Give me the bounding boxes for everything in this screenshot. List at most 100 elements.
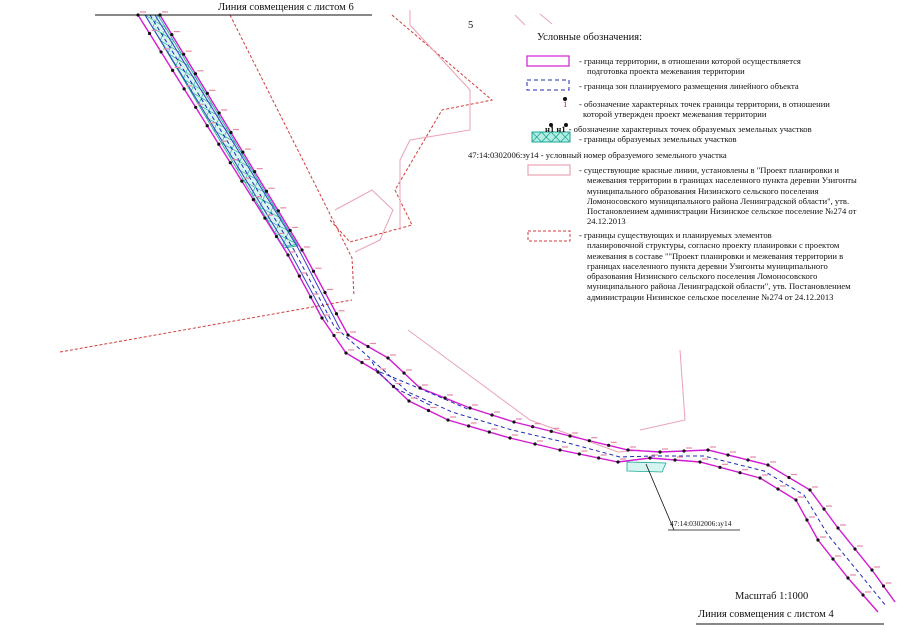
boundary-point: [531, 425, 535, 429]
boundary-point: [426, 408, 431, 413]
legend-item-red-lines: - существующие красные линии, установлен…: [579, 165, 857, 227]
boundary-point: [332, 333, 336, 338]
boundary-point: [309, 295, 313, 299]
boundary-point: [402, 371, 406, 375]
boundary-point: [746, 458, 750, 462]
boundary-point: [446, 418, 450, 422]
boundary-point: [229, 130, 233, 135]
boundary-point: [194, 105, 198, 109]
existing-red-lines: [334, 10, 686, 453]
boundary-point: [533, 442, 537, 446]
boundary-point: [597, 456, 601, 460]
boundary-point: [264, 189, 269, 193]
boundary-point: [334, 312, 339, 316]
hatch-line: [160, 27, 166, 41]
boundary-point: [467, 424, 471, 428]
boundary-point: [487, 430, 491, 434]
boundary-point: [758, 476, 762, 480]
boundary-point: [240, 179, 244, 183]
boundary-point: [861, 593, 865, 597]
hatch-line: [282, 230, 290, 246]
legend-item-parcel-boundary: - границы образуемых земельных участков: [579, 134, 737, 144]
boundary-point: [182, 52, 186, 56]
boundary-point: [831, 557, 835, 561]
parcel-label-leader: [645, 463, 740, 531]
boundary-point: [300, 248, 304, 252]
boundary-point: [718, 465, 722, 469]
boundary-point: [558, 448, 562, 452]
boundary-point: [360, 360, 364, 365]
boundary-point: [846, 576, 850, 580]
hatch-line: [152, 14, 159, 28]
boundary-point: [297, 274, 301, 278]
linear-object-zone: [149, 14, 887, 607]
boundary-point: [418, 386, 422, 390]
boundary-point: [205, 91, 209, 95]
parcel-number-label: 47:14:0302006:зу14: [670, 519, 732, 528]
sheet-lines: [95, 14, 884, 625]
legend-item-territory: - граница территории, в отношении которо…: [579, 56, 801, 77]
boundary-point: [587, 439, 591, 443]
boundary-point: [386, 356, 390, 360]
boundary-point: [323, 290, 327, 295]
legend-symbols: [526, 55, 571, 242]
boundary-point: [648, 456, 652, 460]
block-number: 5: [468, 20, 474, 31]
boundary-point: [805, 518, 809, 522]
hatch-line: [283, 243, 297, 249]
boundary-point: [217, 142, 221, 146]
boundary-point: [344, 351, 348, 355]
boundary-point: [738, 471, 742, 475]
boundary-point: [626, 448, 630, 452]
boundary-point: [512, 420, 516, 424]
boundary-point: [776, 487, 780, 491]
planning-structure-boundaries: [59, 14, 494, 353]
boundary-point: [228, 161, 232, 165]
boundary-point: [577, 452, 581, 456]
hatch-line: [267, 205, 274, 221]
hatch-line: [274, 218, 282, 233]
boundary-point: [205, 124, 209, 128]
boundary-point: [726, 453, 730, 457]
boundary-point: [468, 406, 472, 410]
boundary-point: [288, 228, 292, 233]
boundary-point: [568, 434, 572, 438]
boundary-point: [376, 370, 380, 374]
boundary-point: [490, 413, 494, 417]
boundary-point: [616, 460, 620, 464]
boundary-point: [320, 316, 324, 320]
characteristic-points: [136, 11, 892, 597]
sheet-bottom-label: Линия совмещения с листом 4: [698, 609, 834, 620]
boundary-point: [673, 458, 677, 462]
boundary-point: [853, 547, 857, 551]
boundary-point: [241, 150, 245, 154]
boundary-point: [816, 538, 820, 542]
legend-item-approved-points: 1 - обозначение характерных точек границ…: [563, 99, 830, 120]
boundary-point: [346, 333, 350, 337]
boundary-point: [607, 443, 611, 447]
boundary-point: [658, 450, 662, 454]
boundary-point: [706, 448, 710, 452]
boundary-point: [274, 234, 279, 239]
boundary-point: [147, 31, 152, 36]
legend-item-parcel-points: н1 н1- обозначение характерных точек обр…: [545, 124, 812, 134]
boundary-point: [253, 170, 257, 174]
boundary-point: [766, 463, 770, 467]
boundary-point: [881, 584, 886, 588]
boundary-point: [193, 72, 198, 76]
parcel-point-marker: н1 н1: [545, 124, 566, 134]
boundary-point: [443, 396, 447, 400]
boundary-point: [276, 209, 280, 213]
boundary-point: [391, 384, 396, 389]
boundary-point: [263, 216, 267, 220]
boundary-point: [870, 568, 874, 572]
boundary-point: [170, 32, 174, 37]
boundary-point: [311, 269, 316, 273]
boundary-point: [836, 526, 840, 530]
boundary-point: [407, 399, 411, 403]
boundary-point: [508, 436, 512, 440]
boundary-point: [698, 460, 702, 464]
legend-title: Условные обозначения:: [537, 32, 643, 43]
boundary-point: [217, 111, 221, 115]
sheet-top-label: Линия совмещения с листом 6: [218, 2, 354, 13]
